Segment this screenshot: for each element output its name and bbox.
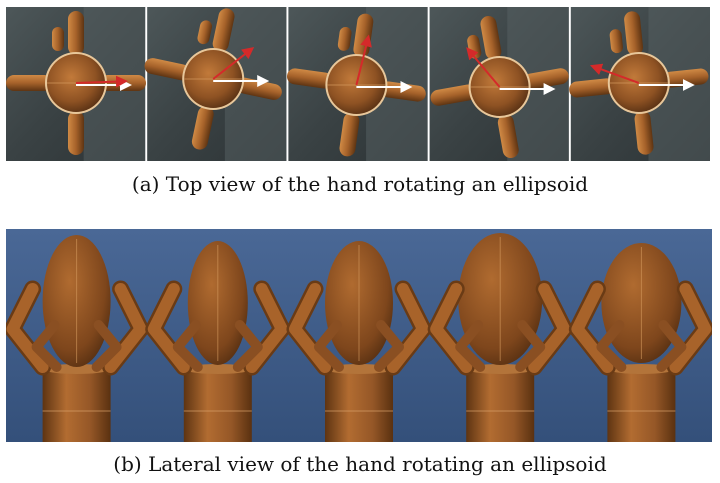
finger-top — [212, 8, 235, 52]
lateral-view-pose — [568, 243, 712, 442]
finger-bottom — [191, 106, 214, 150]
finger-top — [624, 11, 644, 56]
finger-top-joint — [609, 29, 623, 54]
finger-inner-right — [232, 320, 263, 372]
finger-inner-right — [515, 320, 546, 372]
top-view-caption: (a) Top view of the hand rotating an ell… — [131, 172, 589, 196]
palm-cylinder — [466, 369, 535, 442]
finger-top-joint — [52, 27, 64, 51]
finger-inner-right — [91, 320, 122, 372]
finger-inner-left — [314, 320, 344, 372]
finger-right — [523, 68, 569, 90]
finger-group — [144, 8, 282, 150]
finger-bottom — [634, 110, 654, 155]
lateral-view-pose — [145, 241, 291, 442]
finger-bottom — [339, 112, 360, 157]
top-view-frame — [287, 7, 428, 161]
finger-right — [662, 68, 709, 88]
finger-inner-left — [596, 320, 627, 372]
finger-inner-right — [656, 320, 687, 372]
finger-top — [68, 11, 84, 55]
finger-inner-right — [374, 320, 404, 372]
top-view-frame — [6, 7, 146, 161]
finger-group — [569, 11, 709, 155]
object-axis-arrow — [466, 47, 501, 88]
lateral-view-caption: (b) Lateral view of the hand rotating an… — [113, 452, 607, 476]
object-axis-arrow — [355, 34, 372, 86]
finger-group — [6, 11, 146, 155]
finger-bottom — [497, 114, 519, 159]
finger-top-joint — [197, 20, 212, 45]
finger-inner-left — [455, 320, 486, 372]
object-axis-arrow — [212, 46, 255, 80]
lateral-view-pose — [6, 235, 150, 442]
finger-left — [6, 75, 52, 91]
finger-top — [480, 15, 502, 60]
palm-cylinder — [325, 369, 393, 442]
finger-left — [144, 58, 190, 81]
object-axis-arrow — [75, 75, 128, 88]
finger-inner-left — [31, 320, 62, 372]
finger-left — [287, 68, 333, 89]
palm-cylinder — [607, 369, 676, 442]
palm-cylinder — [42, 369, 111, 442]
top-view-frame — [569, 7, 710, 161]
lateral-view-image — [6, 229, 712, 442]
finger-left — [430, 84, 477, 106]
finger-bottom — [68, 111, 84, 155]
lateral-view-pose — [427, 233, 573, 442]
top-view-frame — [429, 7, 569, 161]
finger-inner-left — [172, 320, 203, 372]
finger-group — [430, 15, 569, 159]
palm-cylinder — [183, 369, 252, 442]
lateral-view-pose — [286, 241, 432, 442]
finger-top-joint — [337, 26, 352, 51]
finger-left — [569, 78, 615, 98]
top-view-frame — [144, 7, 287, 161]
object-axis-arrow — [589, 63, 640, 84]
top-view-image-strip — [6, 7, 710, 161]
finger-right — [236, 77, 282, 100]
